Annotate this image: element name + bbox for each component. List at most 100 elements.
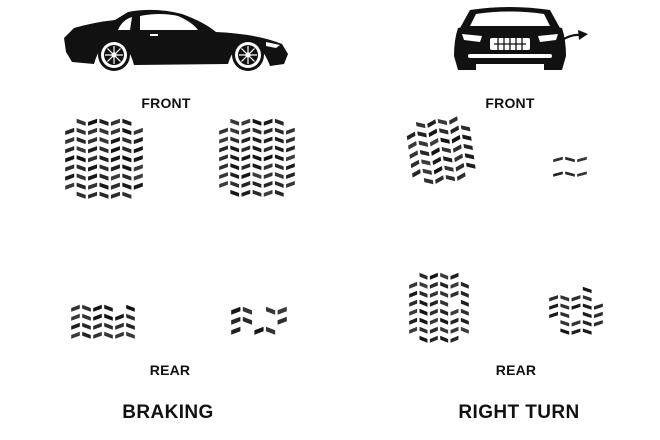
tread-block — [65, 183, 74, 190]
tread-block — [230, 190, 239, 197]
tread-block — [253, 190, 262, 197]
tread-block — [111, 183, 120, 190]
tread-block — [286, 181, 295, 188]
tread-block — [456, 172, 466, 181]
tread-block — [241, 154, 250, 161]
tread-block — [230, 145, 239, 152]
tread-block — [594, 312, 603, 318]
tread-block — [440, 318, 448, 325]
tread-block — [432, 157, 442, 166]
tread-block — [230, 128, 239, 135]
tread-block — [275, 128, 284, 135]
tread-block — [88, 155, 97, 162]
tread-block — [111, 146, 120, 153]
tread-block — [286, 145, 295, 152]
tread-block — [594, 320, 603, 326]
tread-block — [565, 157, 575, 162]
tread-block — [82, 332, 91, 339]
tread-block — [122, 128, 131, 135]
tread-block — [451, 135, 461, 144]
tread-block — [104, 323, 113, 330]
tread-block — [583, 295, 592, 301]
tread-block — [122, 164, 131, 171]
tread-block — [88, 164, 97, 171]
tread-block — [230, 163, 239, 170]
tread-block — [440, 327, 448, 334]
braking-front-label: FRONT — [141, 95, 190, 111]
tread-block — [451, 282, 459, 289]
tread-block — [594, 303, 603, 309]
tread-block — [115, 323, 124, 330]
tread-block — [440, 309, 448, 316]
tread-block — [553, 157, 563, 162]
right-arrow-icon — [562, 30, 588, 40]
tread-block — [275, 154, 284, 161]
tread-block — [231, 307, 240, 315]
right-turn-title: RIGHT TURN — [458, 402, 579, 424]
tread-block — [241, 163, 250, 170]
tread-block — [421, 158, 431, 167]
tread-block — [88, 173, 97, 180]
tread-block — [253, 163, 262, 170]
tread-block — [449, 116, 459, 125]
tread-block — [462, 133, 472, 142]
tread-block — [219, 137, 228, 144]
tread-block — [65, 128, 74, 135]
tread-block — [275, 172, 284, 179]
tread-block — [230, 181, 239, 188]
tread-block — [416, 121, 426, 130]
tread-block — [577, 157, 587, 162]
tread-block — [440, 291, 448, 298]
tread-block — [111, 119, 120, 126]
tread-block — [275, 190, 284, 197]
tread-block — [115, 314, 124, 321]
tread-block — [461, 327, 469, 334]
tread-block — [126, 305, 135, 312]
tread-block — [560, 328, 569, 334]
tread-block — [230, 154, 239, 161]
tread-block — [430, 309, 438, 316]
tread-block — [88, 183, 97, 190]
tread-block — [134, 155, 143, 162]
tread-block — [111, 128, 120, 135]
tread-block — [286, 137, 295, 144]
tread-block — [461, 282, 469, 289]
tread-block — [77, 128, 86, 135]
tread-block — [77, 137, 86, 144]
tread-block — [122, 192, 131, 199]
tread-block — [451, 309, 459, 316]
tread-block — [286, 172, 295, 179]
tread-block — [451, 291, 459, 298]
tread-block — [440, 300, 448, 307]
tread-block — [82, 314, 91, 321]
tread-block — [126, 332, 135, 339]
turn-front-left-tire-footprint — [405, 114, 477, 188]
tread-block — [406, 132, 416, 141]
tread-block — [440, 282, 448, 289]
tread-block — [241, 119, 250, 126]
tread-block — [77, 183, 86, 190]
tread-block — [461, 300, 469, 307]
tread-block — [99, 164, 108, 171]
tread-block — [264, 154, 273, 161]
tread-block — [99, 146, 108, 153]
tread-block — [104, 314, 113, 321]
tread-block — [77, 146, 86, 153]
tread-block — [286, 128, 295, 135]
tread-block — [430, 291, 438, 298]
tread-block — [88, 146, 97, 153]
tread-block — [266, 307, 275, 315]
tread-block — [422, 167, 432, 176]
tread-block — [286, 163, 295, 170]
tread-block — [253, 128, 262, 135]
tread-block — [71, 305, 80, 312]
tread-block — [93, 332, 102, 339]
tread-block — [572, 320, 581, 326]
tread-block — [433, 166, 443, 175]
tread-block — [93, 305, 102, 312]
tread-block — [99, 137, 108, 144]
tread-block — [419, 139, 429, 148]
tread-block — [409, 291, 417, 298]
tread-block — [77, 164, 86, 171]
tread-block — [99, 128, 108, 135]
